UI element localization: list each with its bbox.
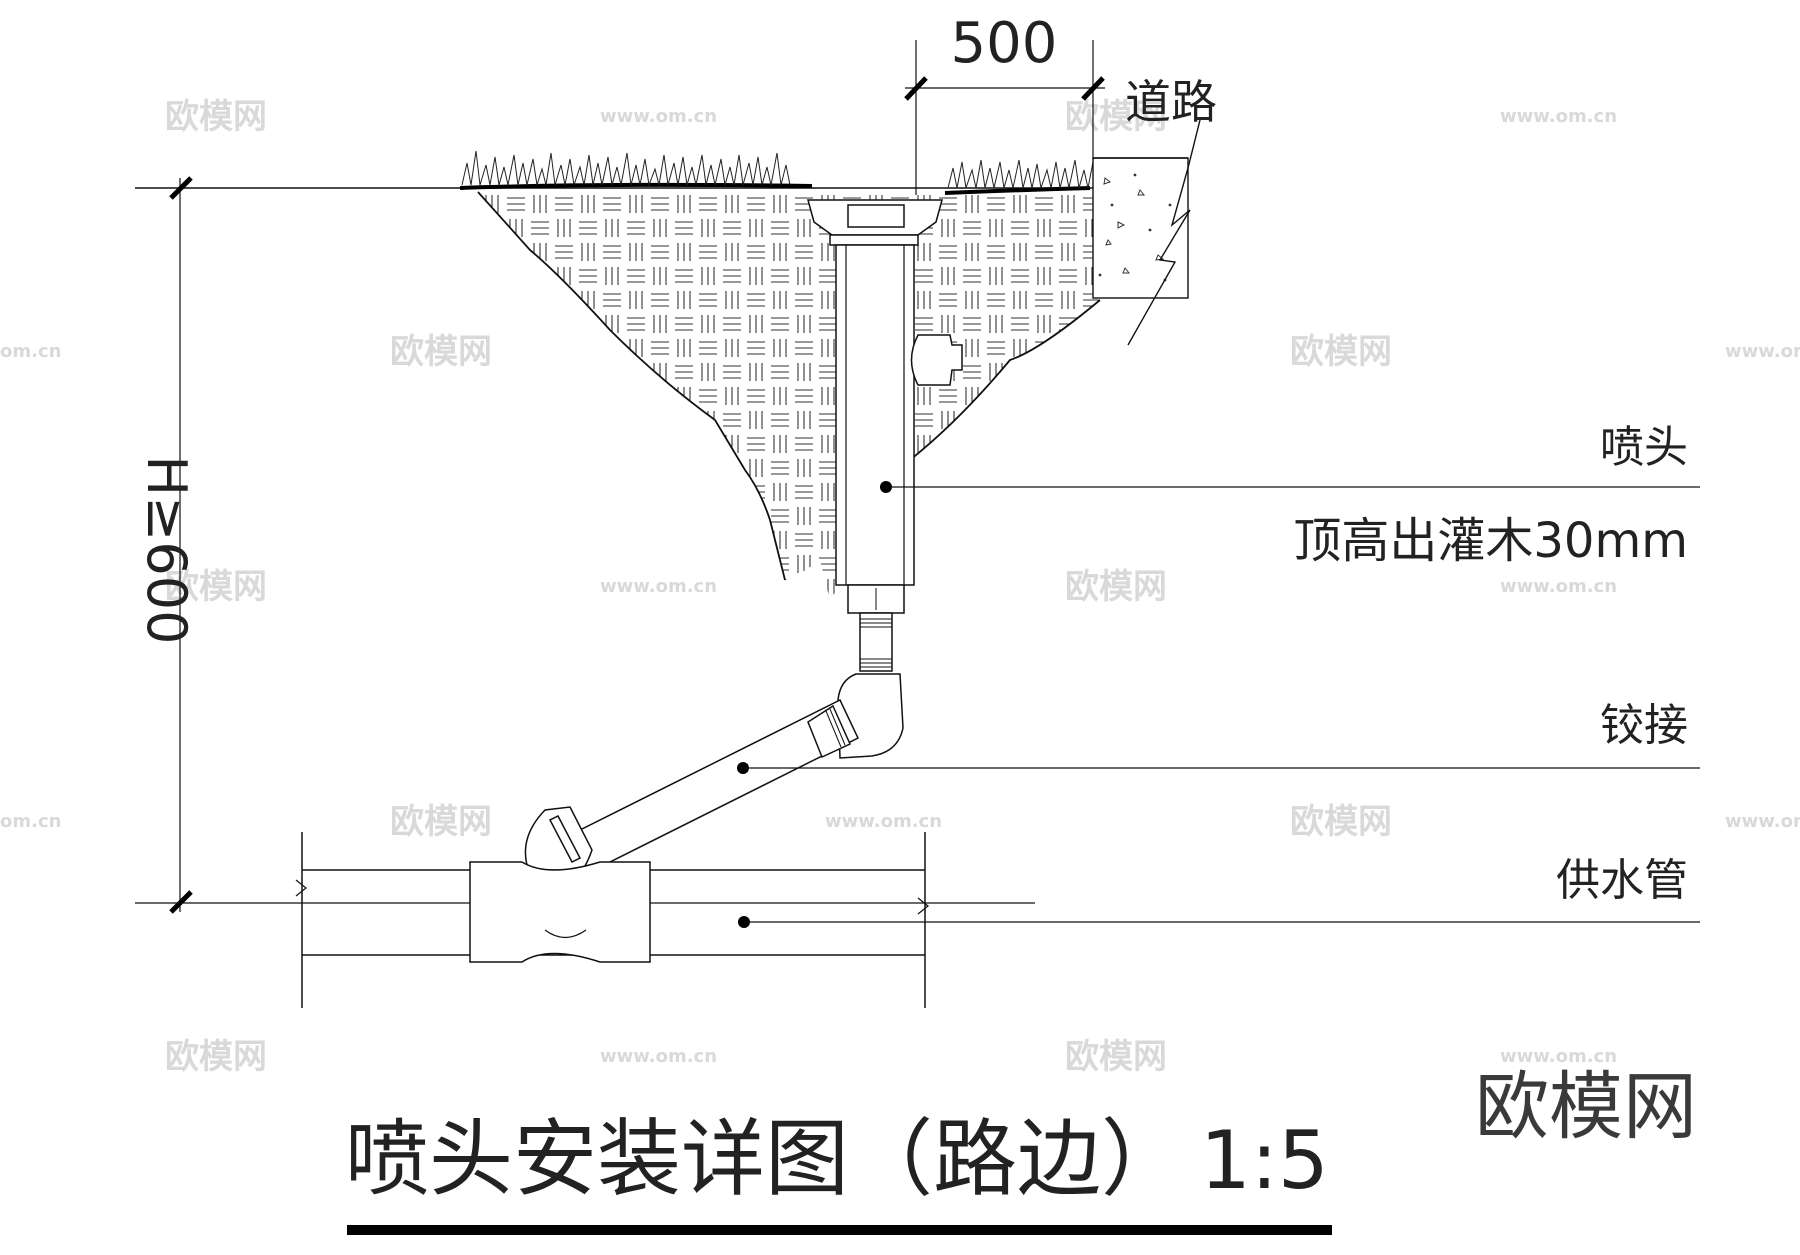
supply-pipe xyxy=(295,832,929,1008)
callout-swing-joint: 铰接 xyxy=(743,700,1700,769)
sprinkler-head xyxy=(807,199,963,614)
watermark-brand: 欧模网 xyxy=(390,802,492,842)
watermark-url: om.cn xyxy=(0,341,61,362)
callout-supply-pipe: 供水管 xyxy=(744,855,1700,923)
watermark-url: www.om.cn xyxy=(600,1046,717,1067)
watermark-brand: 欧模网 xyxy=(165,97,267,137)
watermark-brand: 欧模网 xyxy=(1065,1037,1167,1077)
callout-sprinkler-label: 喷头 xyxy=(1600,422,1688,473)
watermark-url: om.cn xyxy=(0,811,61,832)
soil-section xyxy=(477,191,1101,600)
drawing-title-block: 喷头安装详图（路边） 1:5 xyxy=(345,1110,1332,1235)
brand-logo: 欧模网 xyxy=(1475,1064,1697,1150)
callout-swing-joint-label: 铰接 xyxy=(1600,700,1688,751)
dimension-depth-label: H≥600 xyxy=(135,456,198,645)
dimension-width: 500 xyxy=(904,11,1105,195)
grass-left xyxy=(461,150,791,187)
road-label: 道路 xyxy=(1125,75,1217,129)
grass-right xyxy=(947,159,1117,189)
watermark-brand: 欧模网 xyxy=(1065,567,1167,607)
callout-sprinkler: 喷头 顶高出灌木30mm xyxy=(886,422,1700,569)
callout-sprinkler-note: 顶高出灌木30mm xyxy=(1293,513,1688,569)
watermark-url: www.om.cn xyxy=(1500,1046,1617,1067)
title-underline xyxy=(347,1225,1332,1235)
watermark-brand: 欧模网 xyxy=(1290,332,1392,372)
callout-supply-pipe-label: 供水管 xyxy=(1556,855,1688,906)
watermark-url: www.om.cn xyxy=(1500,106,1617,127)
watermark-brand: 欧模网 xyxy=(165,567,267,607)
watermark-brand: 欧模网 xyxy=(1290,802,1392,842)
watermark-url: www.om.cn xyxy=(1500,576,1617,597)
dimension-depth: H≥600 xyxy=(135,176,1035,914)
watermark-brand: 欧模网 xyxy=(390,332,492,372)
watermark-brand: 欧模网 xyxy=(1065,97,1167,137)
drawing-title: 喷头安装详图（路边） xyxy=(345,1110,1185,1208)
watermark-url: www.om.cn xyxy=(1725,341,1800,362)
watermark-layer: 欧模网 www.om.cn 欧模网 www.om.cn om.cn 欧模网 欧模… xyxy=(0,97,1800,1077)
watermark-url: www.om.cn xyxy=(600,106,717,127)
watermark-url: www.om.cn xyxy=(1725,811,1800,832)
ground-surface xyxy=(135,150,1117,195)
watermark-brand: 欧模网 xyxy=(165,1037,267,1077)
dimension-width-label: 500 xyxy=(951,11,1058,76)
drawing-scale: 1:5 xyxy=(1200,1114,1329,1207)
road-curb xyxy=(1092,119,1201,346)
watermark-url: www.om.cn xyxy=(600,576,717,597)
watermark-url: www.om.cn xyxy=(825,811,942,832)
